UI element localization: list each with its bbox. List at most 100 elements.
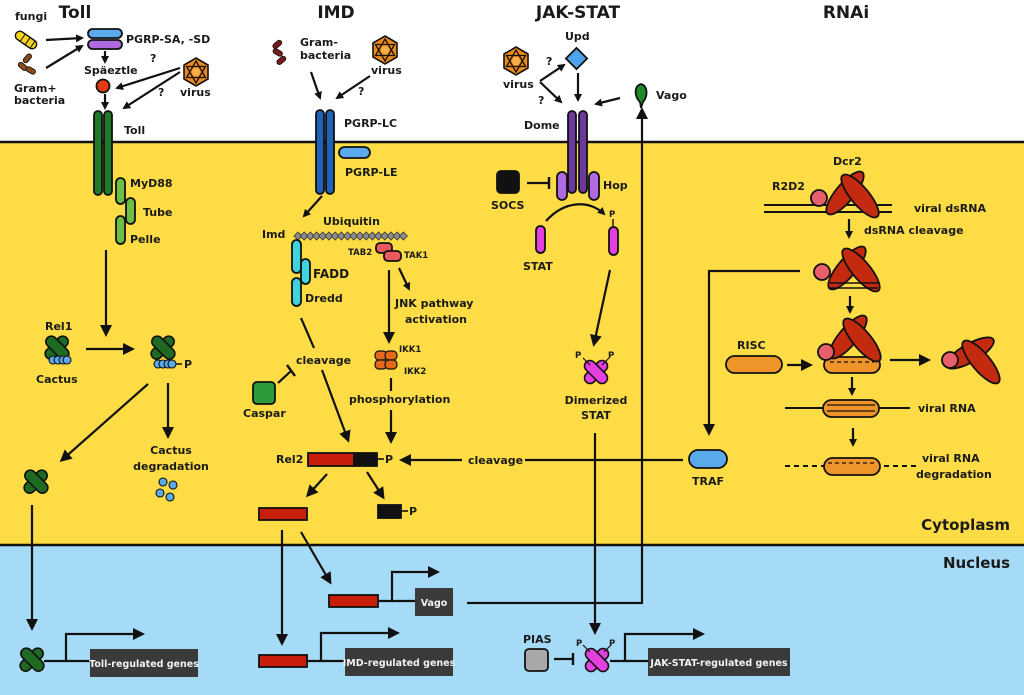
- ubiquitin-unit: [361, 231, 371, 241]
- arrow-virus-to-spaetzle: [115, 66, 181, 90]
- hop-label: Hop: [603, 179, 628, 192]
- fungi-label: fungi: [15, 10, 47, 23]
- tak1-label: TAK1: [404, 251, 428, 261]
- cactus-degradation-label-2: degradation: [133, 460, 209, 473]
- r2d2-protein: [817, 343, 835, 361]
- dredd-protein: [291, 277, 302, 307]
- dimerized-stat-label-2: STAT: [581, 409, 611, 422]
- pgrp-sa-protein: [87, 28, 123, 39]
- pias-label: PIAS: [523, 633, 552, 646]
- arrow-fungi-to-pgrp: [45, 34, 84, 43]
- viral-dsrna-label: viral dsRNA: [914, 202, 986, 215]
- ubiquitin-unit: [367, 231, 377, 241]
- socs-protein: [496, 170, 520, 194]
- virus-label: virus: [180, 86, 211, 99]
- cactus-phospho-protein: [153, 359, 182, 369]
- question-mark: ?: [546, 55, 552, 68]
- rel2-phospho-label: P: [385, 453, 393, 466]
- phospho-label: P: [184, 358, 192, 371]
- dome-label: Dome: [524, 119, 560, 132]
- pgrp-le-label: PGRP-LE: [345, 166, 398, 179]
- toll-pathway: fungi Gram+ bacteria PGRP-SA, -SD Späezt…: [14, 10, 211, 677]
- arrow-gram-neg-to-pgrp-lc: [309, 71, 322, 100]
- r2d2-label: R2D2: [772, 180, 805, 193]
- rel2-inhibitory-domain: [353, 452, 378, 467]
- dredd-label: Dredd: [305, 292, 343, 305]
- vago-secretion-path: [467, 107, 648, 605]
- line-dredd-to-cleavage: [299, 317, 316, 349]
- vago-gene-box: [415, 588, 453, 616]
- fragment-phospho-label: P: [409, 505, 417, 518]
- ubiquitin-label: Ubiquitin: [323, 215, 380, 228]
- pgrp-lc-receptor-left: [315, 109, 325, 195]
- jak-stat-regulated-genes-box: [648, 648, 790, 676]
- arrow-virus-to-upd: [539, 63, 566, 82]
- ubiquitin-unit: [336, 231, 346, 241]
- virus-label: virus: [371, 64, 402, 77]
- ikk1-label: IKK1: [399, 345, 421, 355]
- imd-pathway: Gram- bacteria virus ? PGRP-LC PGRP-LE U…: [243, 35, 473, 676]
- rel2-inhibitory-fragment: [377, 504, 402, 519]
- r2d2-protein: [810, 189, 828, 207]
- gram-negative-label-2: bacteria: [300, 49, 351, 62]
- dimer-phospho-right: P: [608, 351, 614, 361]
- rnai-pathway: Dcr2 R2D2 viral dsRNA dsRNA cleavage RI: [399, 155, 1001, 488]
- title-toll: Toll: [59, 3, 92, 23]
- rel2-on-vago-promoter: [328, 594, 379, 608]
- ubiquitin-unit: [349, 231, 359, 241]
- vago-protein: [634, 83, 648, 109]
- risc-protein: [725, 355, 783, 374]
- imd-gene-promoter: [307, 627, 400, 663]
- spaetzle-label: Späeztle: [84, 64, 138, 77]
- virus-icon: [503, 46, 529, 76]
- risc-label: RISC: [737, 339, 766, 352]
- arrow-bacteria-to-pgrp: [45, 44, 84, 69]
- jak-stat-gene-promoter: [610, 628, 705, 663]
- cleavage-label: cleavage: [296, 354, 351, 367]
- caspar-protein: [252, 381, 276, 405]
- label-cytoplasm: Cytoplasm: [921, 516, 1010, 534]
- arrow-virus-to-pgrp-lc: [335, 75, 371, 100]
- tab2-label: TAB2: [348, 248, 372, 258]
- gram-negative-bacteria-icon: [272, 39, 287, 65]
- pelle-protein: [115, 215, 126, 245]
- jnk-activation-label: activation: [405, 313, 467, 326]
- imd-regulated-genes-box: [345, 648, 453, 676]
- arrow-rel2-to-active: [305, 473, 328, 498]
- ubiquitin-unit: [324, 231, 334, 241]
- rel2-protein: [307, 452, 355, 467]
- dcr2-label: Dcr2: [833, 155, 862, 168]
- pgrp-lc-receptor-right: [325, 109, 335, 195]
- myd88-protein: [115, 177, 126, 205]
- toll-regulated-genes-label: Toll-regulated genes: [89, 659, 199, 670]
- cactus-label: Cactus: [36, 373, 78, 386]
- arrow-to-rel1-free: [59, 383, 149, 462]
- arrow-tak1-to-jnk: [398, 267, 411, 291]
- toll-receptor-left: [93, 110, 103, 196]
- arrow-pgrp-lc-to-imd: [302, 195, 323, 218]
- arrow-virus-to-dome: [539, 81, 563, 104]
- socs-label: SOCS: [491, 199, 525, 212]
- dicer2-complex: [825, 170, 880, 219]
- ubiquitin-unit: [343, 231, 353, 241]
- ubiquitin-unit: [299, 231, 309, 241]
- arrow-rel2-to-fragment: [366, 471, 385, 500]
- r2d2-protein: [813, 263, 831, 281]
- caspar-inhibition: [277, 370, 292, 384]
- arrow-cleavage-to-rel2: [320, 369, 351, 443]
- r2d2-protein: [941, 351, 959, 369]
- virus-label: virus: [503, 78, 534, 91]
- hop-protein-left: [556, 171, 568, 201]
- title-jak-stat: JAK-STAT: [535, 3, 621, 23]
- hop-protein-right: [588, 171, 600, 201]
- degraded-cactus-fragments: [155, 477, 178, 502]
- phosphorylation-label: phosphorylation: [349, 393, 450, 406]
- fungi-icon: [14, 30, 38, 50]
- viral-rna-degradation-label: viral RNA: [922, 452, 980, 465]
- vago-label: Vago: [656, 89, 687, 102]
- pgrp-sd-protein: [87, 39, 123, 50]
- ubiquitin-unit: [305, 231, 315, 241]
- ubiquitin-unit: [330, 231, 340, 241]
- dome-receptor-right: [578, 110, 588, 194]
- dicer2-sirna-complex: [827, 245, 881, 293]
